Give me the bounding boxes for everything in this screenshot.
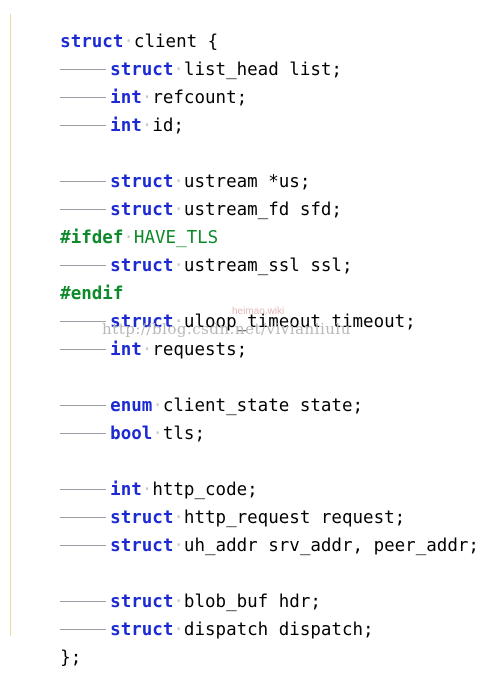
- code-text: ustream_fd sfd;: [183, 200, 342, 220]
- code-editor[interactable]: struct·client { struct·list_head list; i…: [0, 0, 503, 668]
- tab-marker-icon: [60, 264, 107, 266]
- code-text: uh_addr srv_addr, peer_addr;: [183, 536, 479, 556]
- keyword: struct: [110, 592, 174, 612]
- code-text: ustream *us;: [183, 172, 311, 192]
- code-text: list_head list;: [183, 60, 342, 80]
- keyword: enum: [110, 396, 153, 416]
- code-line: int·requests;: [18, 308, 247, 360]
- keyword: struct: [110, 200, 174, 220]
- code-line: struct·http_request request;: [18, 476, 405, 528]
- tab-marker-icon: [60, 96, 107, 98]
- keyword: struct: [110, 620, 174, 640]
- watermark-small: heimao.wiki: [232, 306, 285, 317]
- code-text: http_request request;: [183, 508, 406, 528]
- tab-marker-icon: [60, 628, 107, 630]
- keyword: struct: [110, 256, 174, 276]
- tab-marker-icon: [60, 348, 107, 350]
- code-line: bool·tls;: [18, 392, 205, 444]
- code-line: struct·ustream_fd sfd;: [18, 168, 342, 220]
- macro-name: HAVE_TLS: [133, 228, 219, 248]
- code-line: int·id;: [18, 84, 184, 136]
- code-text: dispatch dispatch;: [183, 620, 374, 640]
- code-text: tls;: [162, 424, 206, 444]
- tab-marker-icon: [60, 208, 107, 210]
- keyword: int: [110, 340, 142, 360]
- code-text: id;: [152, 116, 184, 136]
- code-line: struct·dispatch dispatch;: [18, 588, 374, 640]
- code-text: };: [60, 648, 82, 668]
- tab-marker-icon: [60, 432, 107, 434]
- code-line: struct·uloop_timeout timeout;: [18, 280, 416, 332]
- code-text: blob_buf hdr;: [183, 592, 321, 612]
- tab-marker-icon: [60, 516, 107, 518]
- tab-marker-icon: [60, 68, 107, 70]
- code-line: struct·uh_addr srv_addr, peer_addr;: [18, 504, 479, 556]
- code-line: int·refcount;: [18, 56, 247, 108]
- code-text: refcount;: [152, 88, 248, 108]
- tab-marker-icon: [60, 544, 107, 546]
- code-text: uloop_timeout timeout;: [183, 312, 416, 332]
- code-line: int·http_code;: [18, 448, 258, 500]
- code-line: #endif: [18, 252, 123, 304]
- tab-marker-icon: [60, 600, 107, 602]
- keyword: struct: [110, 172, 174, 192]
- code-text: requests;: [152, 340, 248, 360]
- keyword: int: [110, 480, 142, 500]
- tab-marker-icon: [60, 320, 107, 322]
- keyword: int: [110, 116, 142, 136]
- code-line: enum·client_state state;: [18, 364, 363, 416]
- preprocessor-directive: #ifdef: [60, 228, 124, 248]
- code-text: client_state state;: [162, 396, 364, 416]
- code-text: ustream_ssl ssl;: [183, 256, 353, 276]
- tab-marker-icon: [60, 124, 107, 126]
- code-line: struct·ustream *us;: [18, 140, 310, 192]
- code-line: struct·client {: [60, 32, 219, 52]
- indent-guide: [10, 14, 11, 636]
- keyword: struct: [110, 312, 174, 332]
- keyword: int: [110, 88, 142, 108]
- keyword: struct: [110, 60, 174, 80]
- watermark-url: http://blog.csdn.net/vivianliulu: [102, 320, 351, 338]
- keyword: struct: [110, 536, 174, 556]
- code-line: #ifdef·HAVE_TLS: [60, 228, 219, 248]
- keyword: struct: [110, 508, 174, 528]
- tab-marker-icon: [60, 488, 107, 490]
- keyword: struct: [60, 32, 124, 52]
- code-line: struct·list_head list;: [18, 28, 342, 80]
- tab-marker-icon: [60, 404, 107, 406]
- code-text: http_code;: [152, 480, 258, 500]
- preprocessor-directive: #endif: [60, 284, 124, 304]
- code-text: client {: [133, 32, 219, 52]
- code-line: struct·ustream_ssl ssl;: [18, 224, 353, 276]
- keyword: bool: [110, 424, 153, 444]
- tab-marker-icon: [60, 180, 107, 182]
- code-line: struct·blob_buf hdr;: [18, 560, 321, 612]
- code-line: };: [18, 616, 81, 668]
